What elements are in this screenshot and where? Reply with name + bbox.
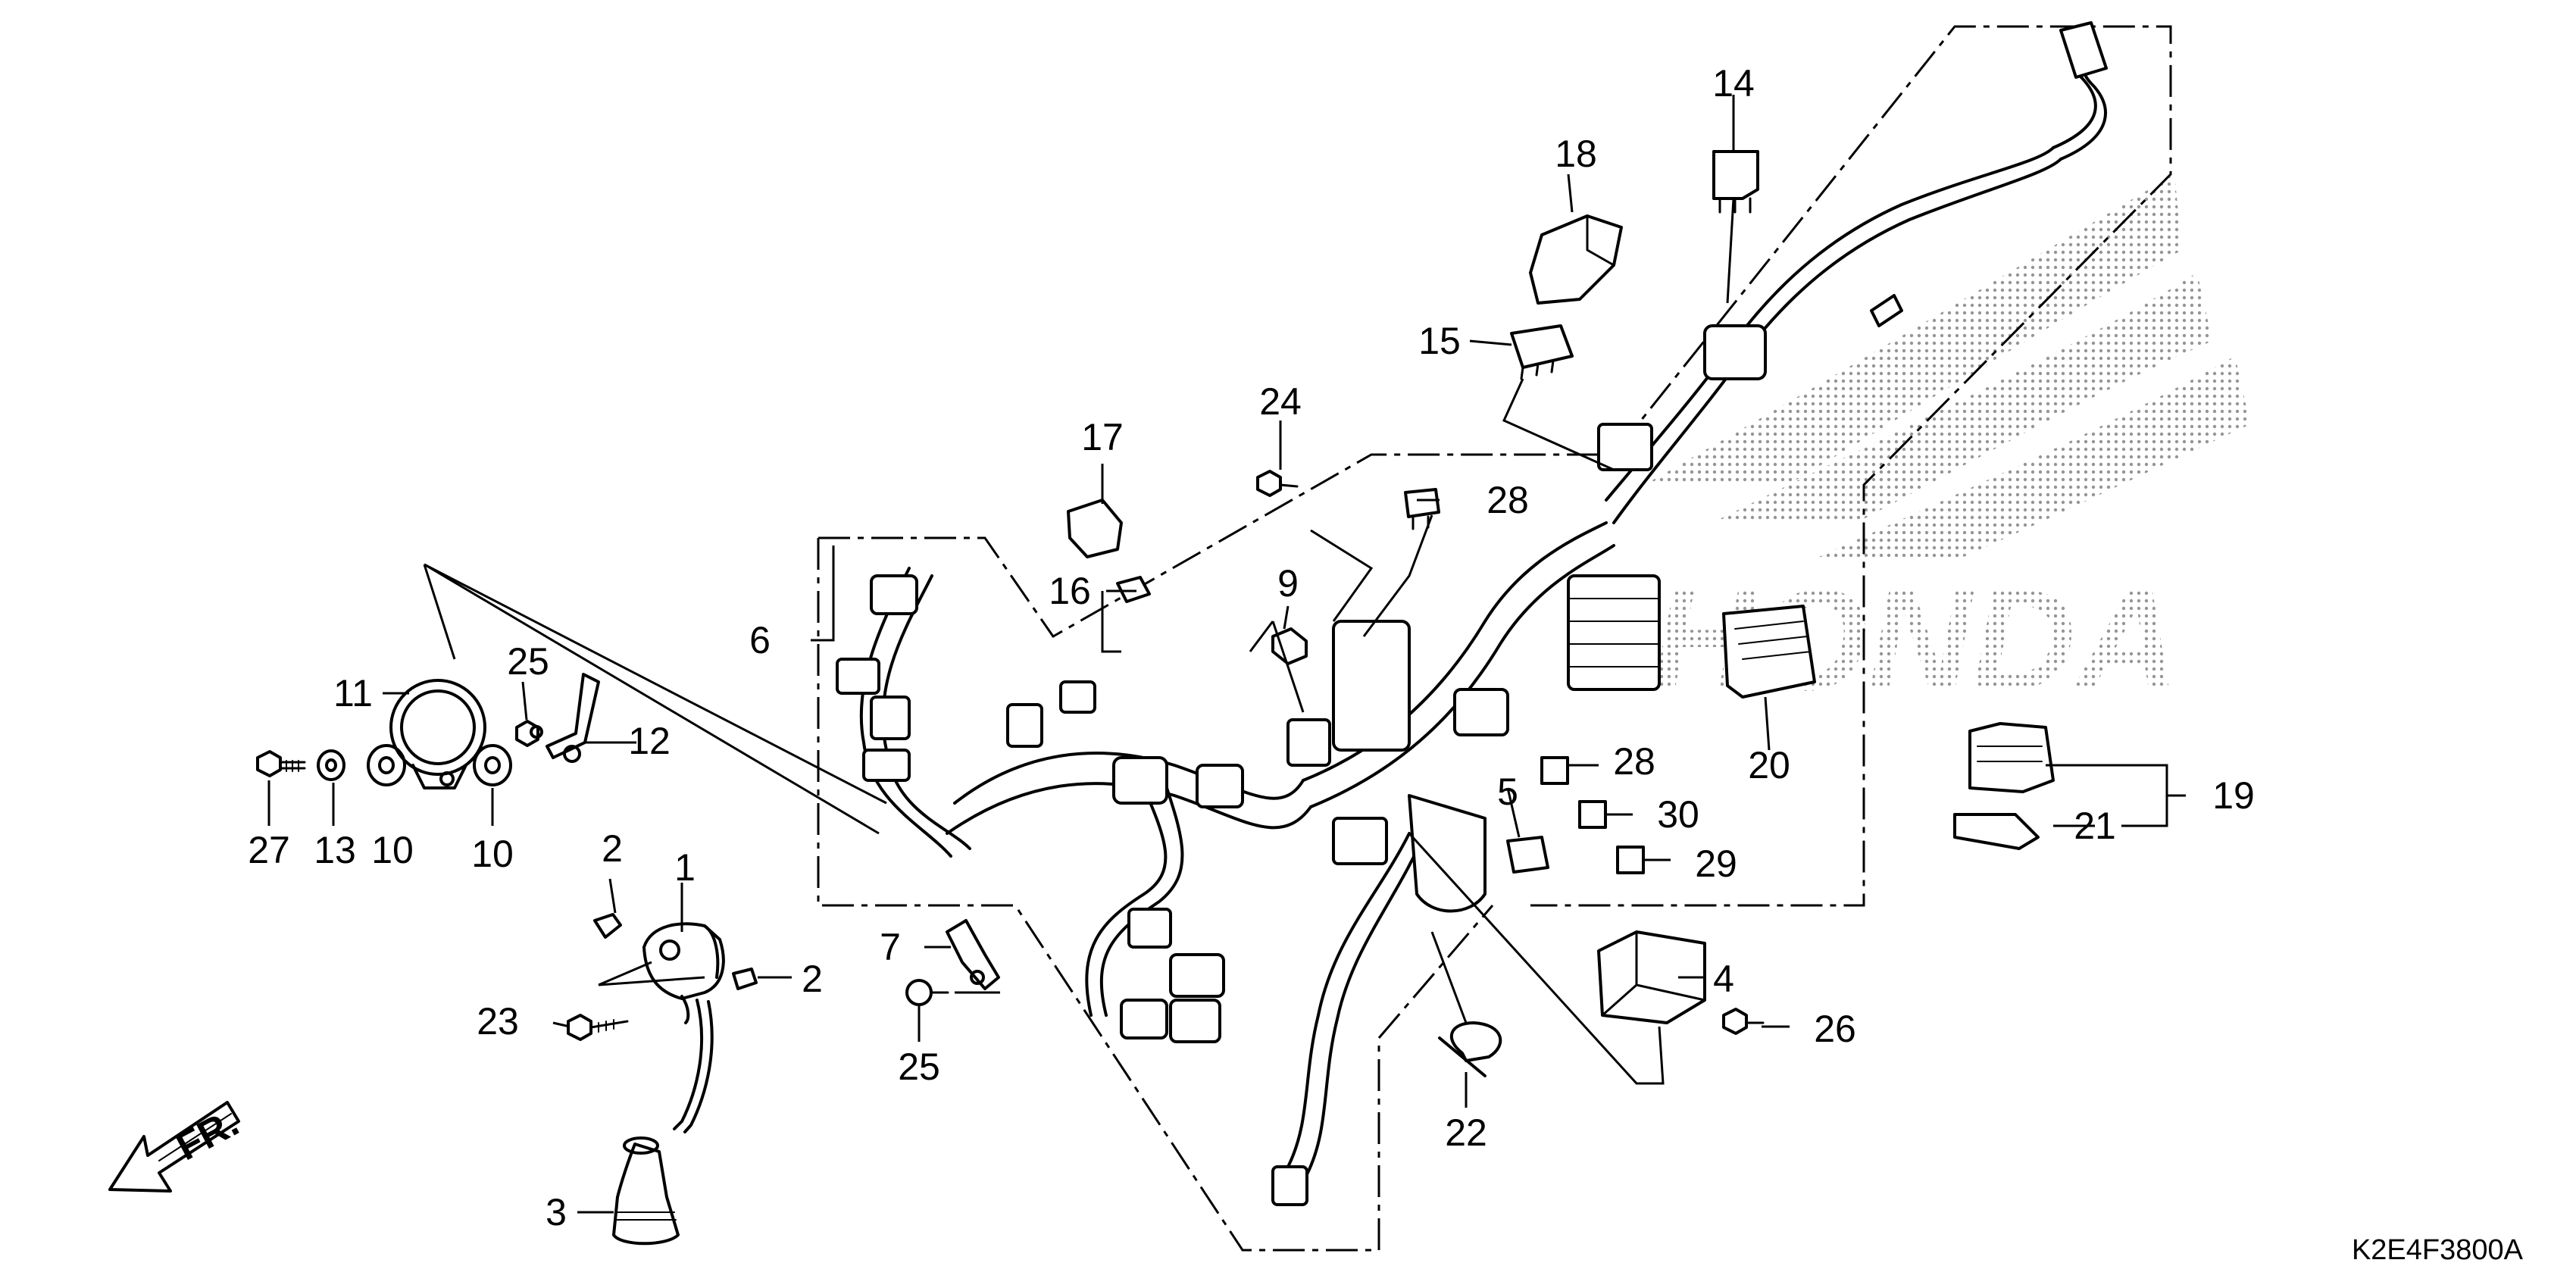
harness-connectors — [836, 21, 2108, 1206]
callout-19: 19 — [2212, 774, 2255, 817]
bolt-23 — [567, 1014, 629, 1041]
relay-15 — [1510, 324, 1574, 380]
horn — [389, 679, 486, 789]
relay-14 — [1712, 150, 1759, 214]
nut-25-horn — [515, 720, 543, 747]
fuse-28b — [1540, 756, 1569, 785]
callout-6: 6 — [749, 619, 771, 661]
callout-23: 23 — [477, 1000, 519, 1043]
callout-20: 20 — [1748, 744, 1790, 786]
callout-18: 18 — [1555, 133, 1597, 175]
callout-4: 4 — [1713, 958, 1734, 1000]
callout-16: 16 — [1049, 570, 1091, 612]
leader-lines — [267, 95, 2186, 1214]
spark-plug-cap — [612, 1136, 680, 1246]
horn-bracket — [546, 673, 600, 763]
callout-25: 25 — [898, 1046, 940, 1088]
callout-7: 7 — [880, 926, 901, 968]
callout-10: 10 — [371, 829, 414, 871]
callout-22: 22 — [1445, 1111, 1487, 1154]
callout-17: 17 — [1081, 416, 1124, 458]
callout-28: 28 — [1487, 479, 1529, 521]
callout-15: 15 — [1418, 320, 1461, 362]
callout-30: 30 — [1657, 793, 1699, 836]
unit-19 — [1968, 722, 2055, 793]
callout-2: 2 — [602, 827, 623, 870]
fuse-28a — [1404, 488, 1440, 530]
cover-18 — [1529, 214, 1623, 305]
washer-13 — [317, 749, 345, 781]
band-22 — [1438, 1021, 1502, 1077]
callout-24: 24 — [1259, 380, 1302, 423]
callout-9: 9 — [1277, 562, 1299, 605]
ecu-20 — [1722, 605, 1816, 699]
bolt-26 — [1722, 1008, 1765, 1035]
bolt-27 — [256, 750, 306, 777]
callout-27: 27 — [248, 829, 290, 871]
bolt-25 — [905, 979, 949, 1006]
drawing-code: K2E4F3800A — [2351, 1234, 2523, 1266]
callout-3: 3 — [546, 1191, 567, 1233]
washer-10b — [473, 744, 512, 786]
callout-25: 25 — [507, 640, 549, 683]
connector-17 — [1067, 499, 1123, 558]
callout-1: 1 — [674, 846, 696, 889]
callout-10: 10 — [471, 833, 514, 875]
connector-16 — [1116, 576, 1151, 603]
ignition-coil — [642, 922, 725, 1133]
clip-2a — [593, 913, 622, 939]
parts-drawing — [108, 21, 2108, 1246]
callout-29: 29 — [1695, 843, 1737, 885]
washer-10a — [367, 744, 406, 786]
main-harness — [859, 47, 2108, 1176]
callout-2: 2 — [802, 958, 823, 1000]
connector-9 — [1271, 627, 1308, 665]
clamp-7 — [946, 919, 1000, 990]
callout-5: 5 — [1497, 771, 1518, 813]
callout-28: 28 — [1613, 740, 1655, 783]
callout-12: 12 — [628, 720, 671, 762]
fuse-30 — [1578, 800, 1607, 829]
callout-13: 13 — [314, 829, 356, 871]
callout-14: 14 — [1712, 62, 1755, 105]
rubber-21 — [1953, 813, 2040, 850]
connector-5 — [1506, 836, 1549, 874]
regulator-rectifier-4 — [1597, 930, 1706, 1024]
callout-21: 21 — [2074, 805, 2116, 847]
clip-2b — [732, 968, 758, 990]
dash-outlines — [817, 25, 2172, 1252]
fuse-29 — [1616, 846, 1645, 874]
callout-26: 26 — [1814, 1008, 1856, 1050]
callout-11: 11 — [333, 672, 373, 714]
front-direction-arrow — [108, 1101, 240, 1193]
screw-24 — [1256, 470, 1299, 497]
